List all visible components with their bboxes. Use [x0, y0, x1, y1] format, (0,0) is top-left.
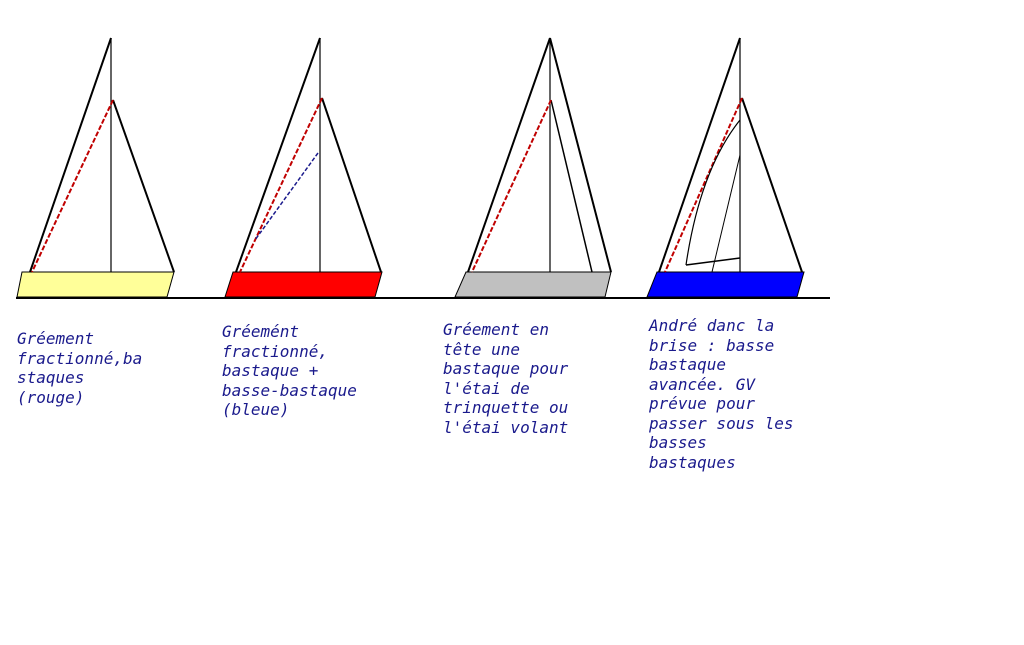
caption-line: l'étai de	[443, 378, 530, 398]
caption-line: avancée. GV	[649, 374, 755, 394]
caption-line: bastaque	[649, 355, 727, 374]
rig-4-backstay	[741, 97, 803, 273]
caption-line: staques	[17, 368, 85, 387]
rig-1-forestay	[29, 37, 112, 273]
caption-line: Gréemént	[222, 322, 300, 341]
rig-1-backstay	[112, 99, 175, 273]
rig-4-forestay	[658, 37, 741, 273]
caption-line: bastaque +	[222, 361, 319, 380]
caption-line: passer sous les	[649, 413, 794, 433]
rig-3-backstay	[550, 99, 593, 273]
caption-line: André danc la	[649, 316, 775, 335]
caption-line: Gréement en	[443, 320, 549, 339]
rig-4-boom	[685, 257, 741, 266]
rig-1-runner-red	[31, 99, 114, 273]
caption-line: bastaques	[649, 452, 736, 472]
caption-line: (bleue)	[222, 400, 290, 419]
caption-line: bastaque pour	[443, 359, 569, 378]
caption-line: Gréement	[17, 329, 95, 348]
caption-line: trinquette ou	[443, 398, 569, 417]
rig-3-masthead-runner	[549, 37, 612, 273]
caption-line: prévue pour	[649, 394, 755, 413]
caption-line: basse-bastaque	[222, 380, 357, 400]
rig-2-backstay	[321, 97, 382, 273]
rig-2-runner-red	[239, 97, 323, 273]
rig-4-runner-red	[664, 97, 743, 273]
caption-line: (rouge)	[17, 387, 85, 407]
caption-line: basses	[649, 433, 707, 452]
rig-3-runner-red	[471, 99, 552, 273]
rig-4-mainsail-leech	[685, 119, 741, 266]
caption-line: brise : basse	[649, 335, 775, 355]
rig-2-hull	[224, 271, 383, 298]
rig-1-hull	[16, 271, 175, 298]
rig-3-drawing	[454, 37, 612, 298]
caption-line: fractionné,	[222, 341, 328, 361]
caption-line: l'étai volant	[443, 417, 569, 437]
caption-line: fractionné,ba	[17, 348, 143, 368]
rig-3-forestay	[467, 37, 551, 273]
rig-4-hull	[646, 271, 805, 298]
rig-4-lower-runner	[711, 154, 741, 273]
caption-line: tête une	[443, 339, 521, 359]
rig-2-drawing	[224, 37, 383, 298]
rig-1-drawing	[16, 37, 175, 298]
rig-3-hull	[454, 271, 612, 298]
rig-2-lower-runner-blue	[254, 152, 319, 241]
rig-2-forestay	[235, 37, 321, 273]
rig-4-drawing	[646, 37, 805, 298]
